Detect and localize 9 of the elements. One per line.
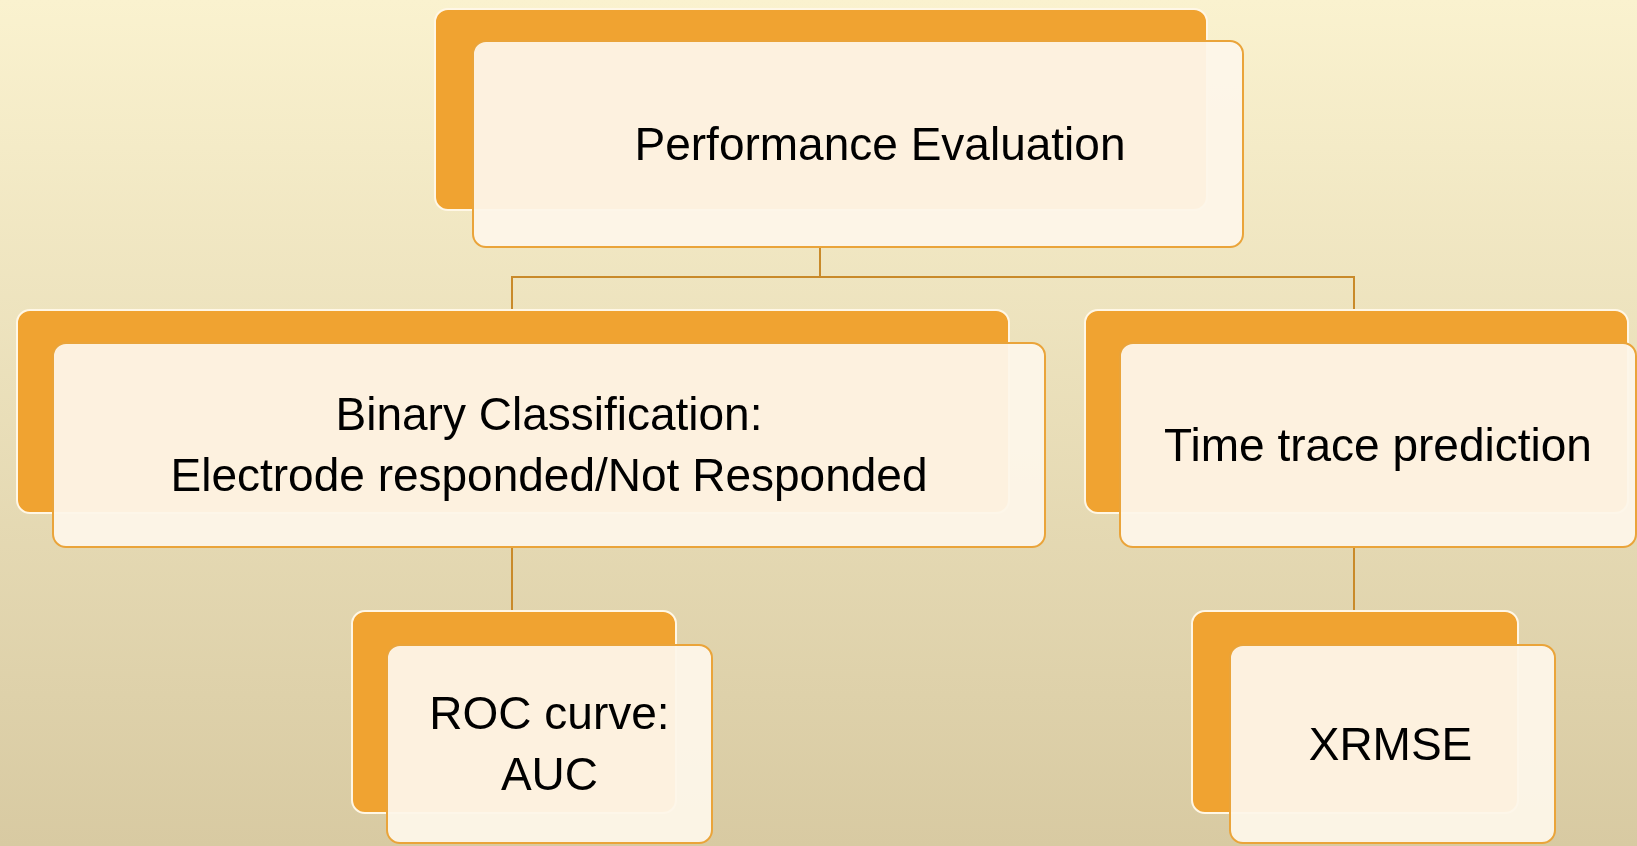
node-label: Binary Classification: [335, 388, 763, 441]
node-label: ROC curve: [429, 687, 670, 740]
node-label: XRMSE [1308, 717, 1473, 771]
connector-line [511, 547, 513, 611]
node-label: Electrode responded/Not Responded [170, 449, 928, 502]
node-label: Time trace prediction [1164, 418, 1592, 472]
node-label: AUC [500, 748, 599, 801]
node-label: Performance Evaluation [634, 117, 1126, 171]
connector-line [1353, 547, 1355, 611]
